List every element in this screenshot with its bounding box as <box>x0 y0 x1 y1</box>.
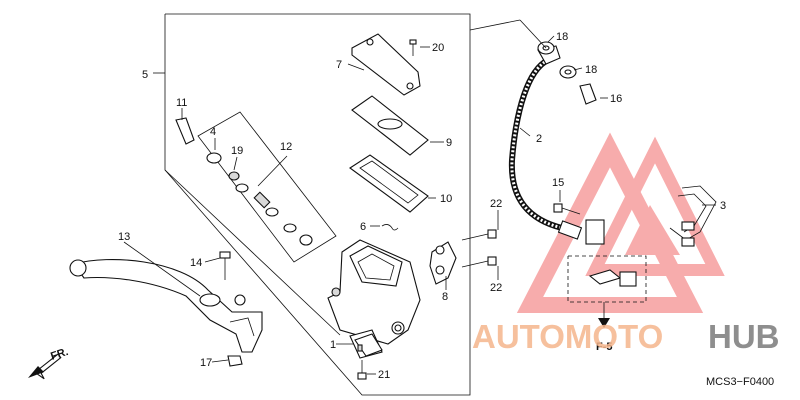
diaphragm <box>349 154 429 213</box>
callout-7: 7 <box>336 59 342 71</box>
frame-divider <box>164 169 341 336</box>
callout-labels: 1 2 3 4 5 6 7 8 9 10 11 12 13 14 15 16 1… <box>49 31 774 388</box>
callout-6: 6 <box>360 221 366 233</box>
bolt-16 <box>579 83 597 105</box>
callout-11: 11 <box>176 97 187 109</box>
brake-lever <box>69 258 263 353</box>
assembly-frame <box>164 13 471 396</box>
pin-6 <box>381 224 399 231</box>
callout-8: 8 <box>442 291 448 303</box>
clamp-3 <box>669 185 717 247</box>
watermark-suffix: HUB <box>708 318 780 355</box>
callout-2: 2 <box>536 133 542 145</box>
callout-5: 5 <box>142 69 148 81</box>
callout-14: 14 <box>190 257 202 269</box>
callout-13: 13 <box>118 231 130 243</box>
callout-18b: 18 <box>585 64 597 76</box>
callout-12: 12 <box>280 141 292 153</box>
callout-10: 10 <box>440 193 452 205</box>
watermark-prefix: AUTOMOTO <box>472 318 663 355</box>
screw-20 <box>409 39 417 56</box>
reservoir-cap <box>351 33 421 96</box>
front-direction-arrow <box>28 353 62 380</box>
brake-switch <box>354 333 383 380</box>
reference-detail-box <box>567 255 647 303</box>
bleeder-11 <box>175 117 195 145</box>
reference-label: F-5 <box>596 341 613 353</box>
holder-8 <box>429 241 457 285</box>
callout-19: 19 <box>231 145 243 157</box>
callout-22a: 22 <box>490 198 502 210</box>
callout-22b: 22 <box>490 282 502 294</box>
reference-arrow <box>598 318 610 328</box>
washers-18 <box>537 41 577 79</box>
callout-16: 16 <box>610 93 622 105</box>
leader-lines <box>123 19 716 375</box>
bolt-15 <box>553 203 581 215</box>
watermark-text: AUTOMOTO HUB <box>472 318 780 355</box>
callout-4: 4 <box>210 126 216 138</box>
piston-kit <box>197 111 337 263</box>
callout-20: 20 <box>432 42 444 54</box>
diaphragm-plate <box>351 95 429 156</box>
callout-1: 1 <box>330 339 336 351</box>
pivot-nut <box>227 355 243 367</box>
callout-3: 3 <box>720 200 726 212</box>
pivot-bolt <box>219 251 231 280</box>
callout-17: 17 <box>200 357 212 369</box>
callout-15: 15 <box>552 177 564 189</box>
figure-code: MCS3−F0400 <box>706 376 774 388</box>
callout-9: 9 <box>446 137 452 149</box>
callout-18a: 18 <box>556 31 568 43</box>
front-direction-label: FR. <box>49 346 70 363</box>
bolts-22 <box>461 229 497 268</box>
callout-21: 21 <box>378 369 390 381</box>
